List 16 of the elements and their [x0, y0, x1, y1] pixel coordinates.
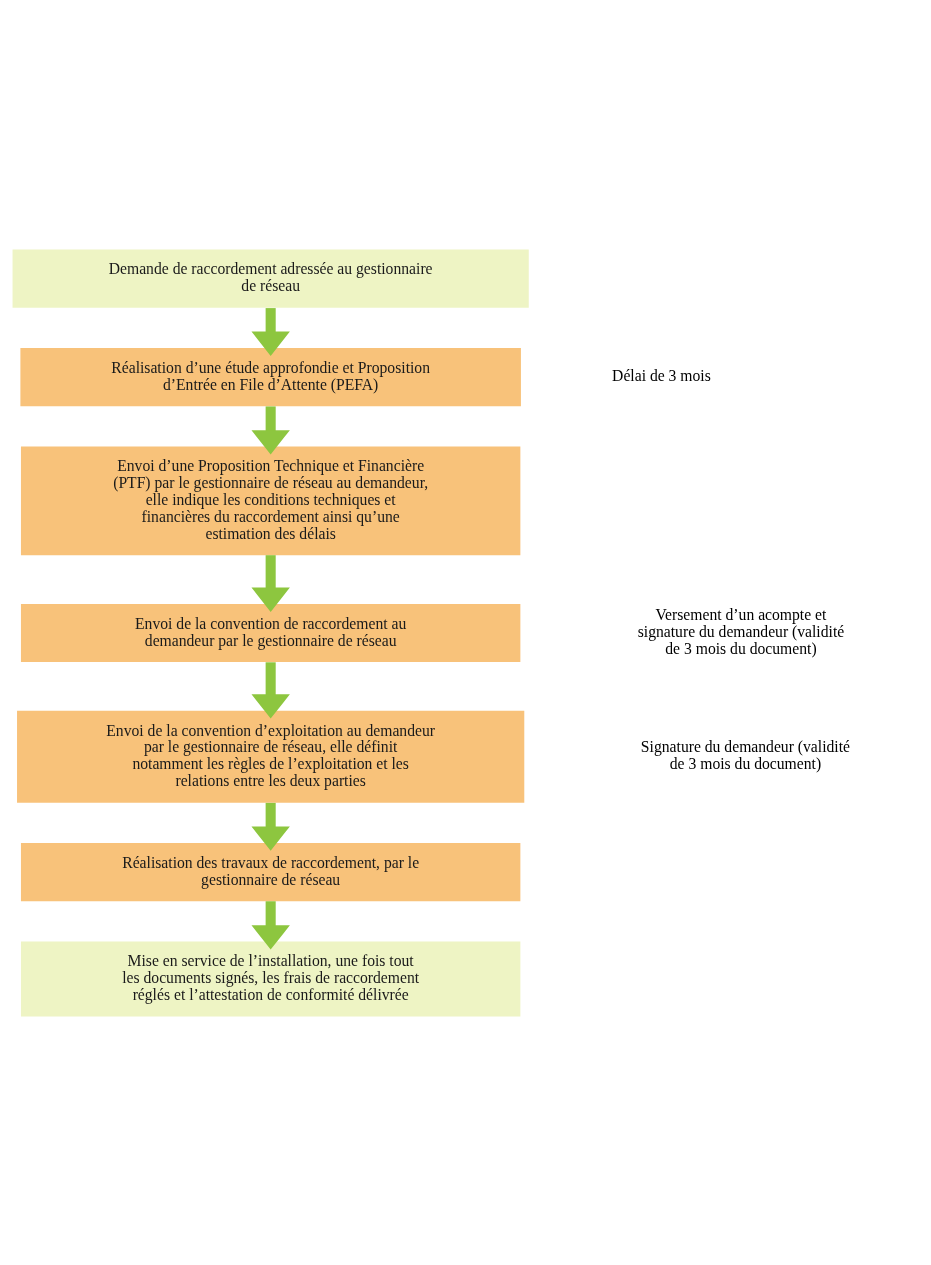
node-box: Réalisation d’une étude approfondie et Proposition d’Entrée en File d’Attente (PEFA)	[20, 347, 521, 406]
node-box: Demande de raccordement adressée au gestionnaire de réseau	[12, 249, 529, 308]
label: Délai de 3 mois	[612, 366, 711, 384]
arrow	[251, 661, 290, 719]
node-box: Envoi d’une Proposition Technique et Financière (PTF) par le gestionnaire de réseau au demandeur, elle indique les conditions techniques et financières du raccordement ainsi qu’une estimation des délais	[20, 446, 521, 555]
node-box: Réalisation des travaux de raccordement, par le gestionnaire de réseau	[20, 842, 521, 901]
label: Signature du demandeur (validité de 3 mois du document)	[640, 737, 850, 772]
arrow	[251, 307, 290, 356]
arrow	[251, 405, 290, 455]
node-box: Envoi de la convention de raccordement au demandeur par le gestionnaire de réseau	[20, 603, 521, 662]
node-box: Envoi de la convention d’exploitation au demandeur par le gestionnaire de réseau, elle définit notamment les règles de l’exploitation et les relations entre les deux parties	[17, 710, 525, 803]
label: Versement d’un acompte et signature du demandeur (validité de 3 mois du document)	[637, 605, 845, 657]
arrow	[251, 900, 290, 950]
node-box: Mise en service de l’installation, une fois tout les documents signés, les frais de raccordement réglés et l’attestation de conformité délivrée	[20, 941, 521, 1016]
arrow	[251, 802, 290, 851]
arrow	[251, 554, 290, 612]
